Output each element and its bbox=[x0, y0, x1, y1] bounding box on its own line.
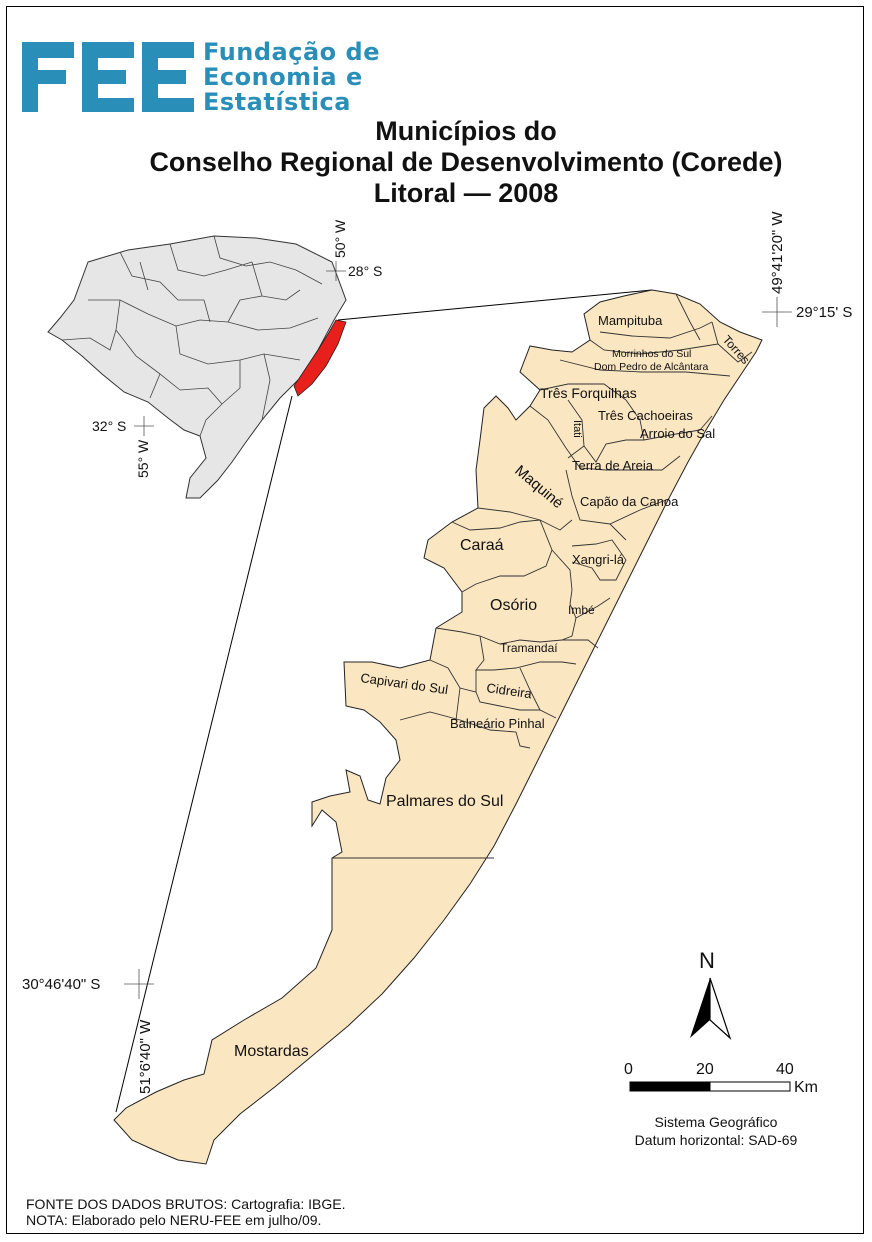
title-line-2: Conselho Regional de Desenvolvimento (Co… bbox=[149, 147, 783, 177]
scale-tick-0: 0 bbox=[624, 1061, 633, 1078]
label-tres-forquilhas: Três Forquilhas bbox=[540, 385, 637, 401]
logo-line-2: Economia e bbox=[203, 63, 363, 91]
north-label: N bbox=[699, 948, 715, 973]
label-tres-cachoeiras: Três Cachoeiras bbox=[598, 408, 693, 423]
inset-lon-top: 50° W bbox=[332, 219, 348, 258]
coordinate-system: Sistema Geográfico Datum horizontal: SAD… bbox=[606, 1113, 826, 1149]
inset-lon-left: 55° W bbox=[135, 439, 151, 478]
scale-bar bbox=[629, 1081, 791, 1092]
label-cidreira: Cidreira bbox=[486, 680, 534, 701]
label-dom-pedro: Dom Pedro de Alcântara bbox=[594, 361, 709, 373]
label-terra-de-areia: Terra de Areia bbox=[572, 458, 654, 473]
label-mostardas: Mostardas bbox=[234, 1043, 309, 1060]
scale-tick-40: 40 bbox=[776, 1061, 794, 1078]
label-mampituba: Mampituba bbox=[598, 313, 663, 328]
inset-highlight-region bbox=[293, 319, 347, 397]
label-palmares: Palmares do Sul bbox=[386, 793, 503, 810]
logo-line-1: Fundação de bbox=[203, 38, 380, 66]
label-imbe: Imbé bbox=[568, 603, 595, 617]
label-capao-da-canoa: Capão da Canoa bbox=[580, 494, 679, 509]
title-line-1: Municípios do bbox=[375, 116, 557, 146]
coord-lon-top-right: 49°41'20" W bbox=[769, 211, 786, 294]
label-morrinhos: Morrinhos do Sul bbox=[612, 348, 691, 360]
title-line-3: Litoral — 2008 bbox=[373, 178, 559, 208]
label-xangri-la: Xangri-lá bbox=[572, 552, 625, 567]
label-caraa: Caraá bbox=[460, 537, 504, 554]
label-arroio-do-sal: Arroio do Sal bbox=[640, 426, 715, 441]
scale-unit: Km bbox=[794, 1079, 818, 1096]
map-frame bbox=[6, 6, 864, 1234]
inset-lat-top: 28° S bbox=[348, 263, 382, 279]
inset-state-shape bbox=[47, 235, 347, 499]
inset-lat-left: 32° S bbox=[92, 418, 126, 434]
coord-lon-bottom-left: 51°6'40" W bbox=[137, 1019, 154, 1094]
region-outline bbox=[113, 289, 763, 1165]
fee-logo-icon bbox=[22, 42, 194, 112]
label-tramandai: Tramandaí bbox=[500, 641, 558, 655]
label-osorio: Osório bbox=[490, 597, 537, 614]
coord-lat-top-right: 29°15' S bbox=[796, 304, 852, 321]
label-balneario-pinhal: Balneário Pinhal bbox=[450, 716, 545, 731]
label-itati: Itati bbox=[571, 420, 583, 438]
footer-note: NOTA: Elaborado pelo NERU-FEE em julho/0… bbox=[26, 1212, 322, 1228]
system-line-2: Datum horizontal: SAD-69 bbox=[634, 1132, 798, 1148]
connector-line-top bbox=[337, 289, 653, 321]
litoral-region-map bbox=[113, 289, 763, 1165]
coord-lat-bottom-left: 30°46'40" S bbox=[22, 976, 100, 993]
system-line-1: Sistema Geográfico bbox=[654, 1114, 778, 1130]
map-title: Municípios do Conselho Regional de Desen… bbox=[0, 116, 872, 209]
scale-tick-20: 20 bbox=[696, 1061, 714, 1078]
logo-line-3: Estatística bbox=[203, 88, 351, 116]
connector-line-bottom bbox=[115, 395, 293, 1113]
north-arrow-icon bbox=[690, 977, 732, 1040]
inset-map bbox=[47, 235, 347, 499]
logo-text: Fundação de Economia e Estatística bbox=[203, 40, 380, 115]
footer-source: FONTE DOS DADOS BRUTOS: Cartografia: IBG… bbox=[26, 1196, 346, 1212]
